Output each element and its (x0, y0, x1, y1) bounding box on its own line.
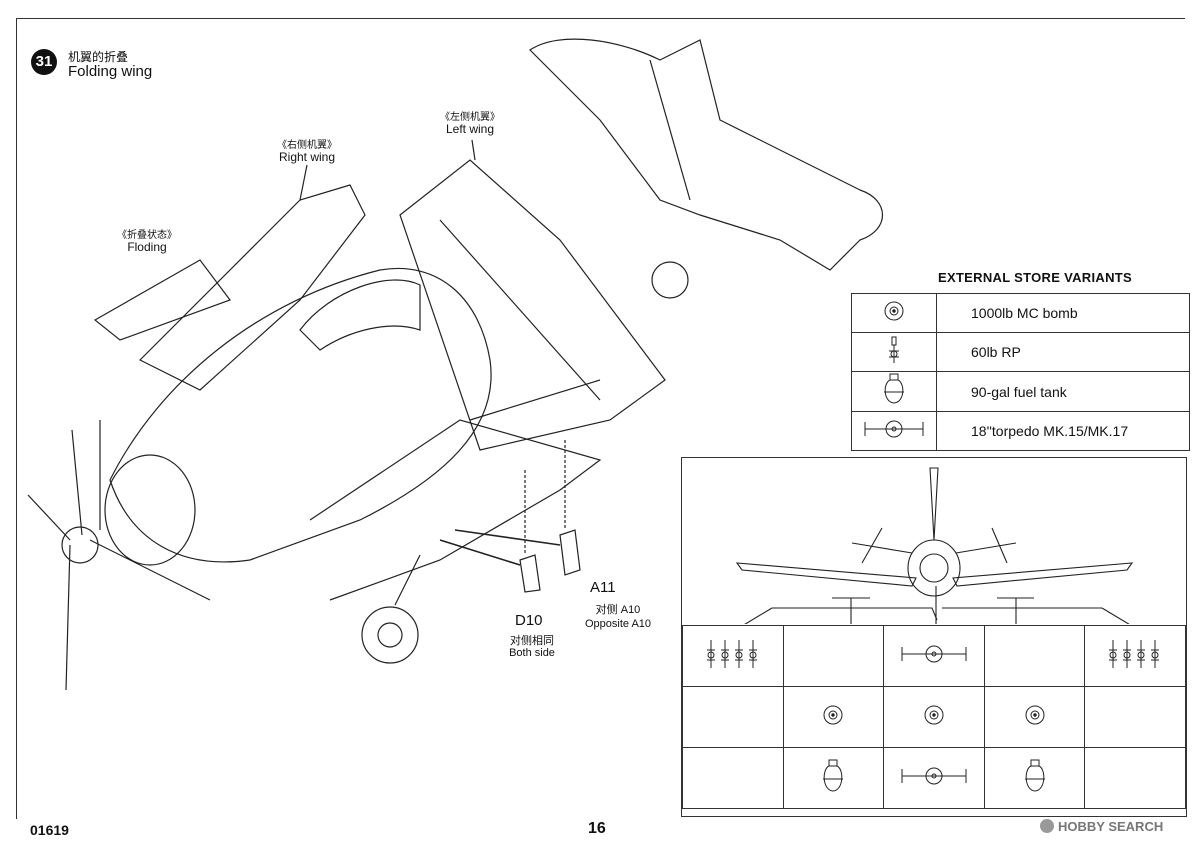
left-wing-label-zh: 《左侧机翼》 (440, 112, 500, 123)
part-d10-label: D10 (515, 612, 543, 629)
loadout-cell-fuel-tank (983, 747, 1086, 809)
external-stores-title: EXTERNAL STORE VARIANTS (938, 270, 1132, 285)
step-title-zh: 机翼的折叠 (68, 50, 129, 64)
loadout-cell-empty (1084, 747, 1186, 809)
loadout-cell-bomb (782, 686, 885, 748)
torpedo-icon (851, 411, 937, 451)
store-row: 60lb RP (851, 332, 1190, 372)
watermark: HOBBY SEARCH (1040, 819, 1163, 834)
loadout-cell-empty (682, 686, 784, 748)
part-a11-note-en: Opposite A10 (584, 618, 652, 630)
step-number-badge: 31 (31, 49, 57, 75)
loadout-cell-empty (1084, 686, 1186, 748)
loadout-cell-empty (682, 747, 784, 809)
loadout-cell-empty (983, 625, 1086, 687)
store-name: 90-gal fuel tank (936, 371, 1190, 412)
loadout-cell-rockets (682, 625, 784, 687)
loadout-cell-rockets (1084, 625, 1186, 687)
aircraft-front-view (735, 467, 1134, 624)
loadout-cell-torpedo (883, 625, 985, 687)
loadout-cell-bomb (983, 686, 1086, 748)
store-name: 1000lb MC bomb (936, 293, 1190, 333)
loadout-cell-torpedo (883, 747, 985, 809)
right-wing-label-en: Right wing (278, 150, 336, 164)
store-name: 60lb RP (936, 332, 1190, 372)
part-d10-note-zh: 对侧相同 (510, 635, 554, 647)
folding-state-label-zh: 《折叠状态》 (117, 230, 177, 241)
store-row: 18''torpedo MK.15/MK.17 (851, 411, 1190, 451)
store-name: 18''torpedo MK.15/MK.17 (936, 411, 1190, 451)
watermark-logo-icon (1040, 819, 1054, 833)
rocket-icon (851, 332, 937, 372)
loadout-cell-fuel-tank (782, 747, 885, 809)
fuel-tank-icon (851, 371, 937, 412)
step-title-en: Folding wing (68, 63, 153, 80)
part-d10-note-en: Both side (509, 647, 555, 659)
store-row: 90-gal fuel tank (851, 371, 1190, 412)
loadout-chart (681, 457, 1187, 817)
watermark-text: HOBBY SEARCH (1058, 819, 1164, 834)
loadout-grid (682, 625, 1186, 809)
page-frame (16, 18, 1185, 819)
product-code: 01619 (30, 822, 69, 838)
external-stores-table: 1000lb MC bomb 60lb RP 90-gal fuel tank … (851, 293, 1190, 451)
bomb-icon (851, 293, 937, 333)
store-row: 1000lb MC bomb (851, 293, 1190, 333)
loadout-cell-empty (782, 625, 885, 687)
folding-state-label-en: Floding (127, 240, 167, 254)
part-a11-note-zh: 对侧 A10 (595, 604, 641, 616)
part-a11-label: A11 (590, 579, 616, 596)
page-number: 16 (588, 820, 606, 837)
left-wing-label-en: Left wing (445, 122, 495, 136)
loadout-cell-bomb (883, 686, 985, 748)
right-wing-label-zh: 《右侧机翼》 (277, 140, 337, 151)
